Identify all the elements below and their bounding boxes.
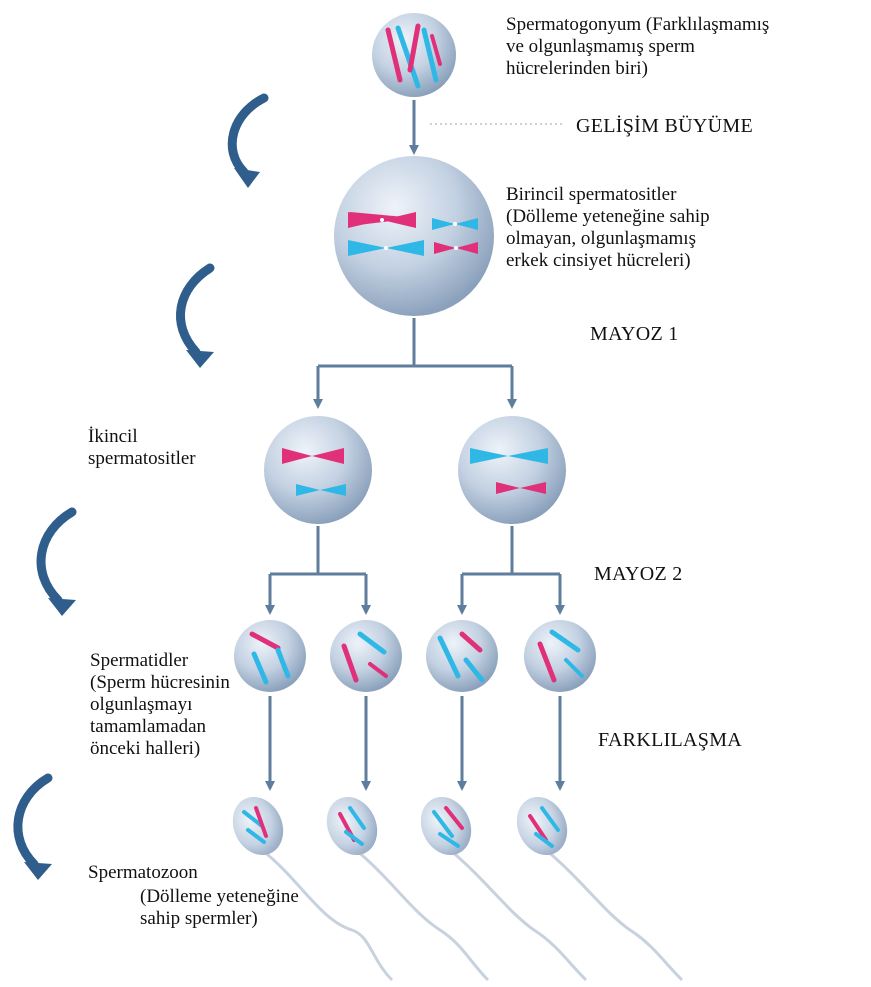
spermatogonium-cell: [372, 13, 456, 97]
spermatid-cell: [330, 620, 402, 692]
spermatozoon-cell: [508, 789, 682, 980]
spermatozoon-description: (Dölleme yeteneğine sahip spermler): [140, 886, 299, 930]
spermatid-cell: [426, 620, 498, 692]
curved-arrow-icon: [180, 268, 214, 368]
stage-differentiation-label: FARKLILAŞMA: [598, 728, 742, 752]
primary-spermatocyte-cell: [334, 156, 494, 316]
curved-arrow-icon: [232, 98, 264, 188]
differentiation-arrows: [270, 696, 560, 786]
meiosis1-arrows: [318, 318, 512, 404]
curved-arrow-icon: [41, 512, 76, 616]
secondary-spermatocyte-label: İkincil spermatositler: [88, 426, 196, 470]
stage-meiosis1-label: MAYOZ 1: [590, 322, 679, 346]
curved-arrow-icon: [18, 778, 52, 880]
spermatogonium-label: Spermatogonyum (Farklılaşmamış ve olgunl…: [506, 14, 769, 80]
secondary-spermatocyte-cell: [264, 416, 372, 524]
spermatid-cell: [234, 620, 306, 692]
stage-growth-label: GELİŞİM BÜYÜME: [576, 114, 753, 138]
spermatid-label: Spermatidler (Sperm hücresinin olgunlaşm…: [90, 650, 230, 760]
spermatid-cell: [524, 620, 596, 692]
primary-spermatocyte-label: Birincil spermatositler (Dölleme yeteneğ…: [506, 184, 710, 272]
secondary-spermatocyte-cell: [458, 416, 566, 524]
meiosis2-arrows: [270, 526, 560, 610]
stage-meiosis2-label: MAYOZ 2: [594, 562, 683, 586]
spermatozoon-label: Spermatozoon: [88, 862, 198, 884]
